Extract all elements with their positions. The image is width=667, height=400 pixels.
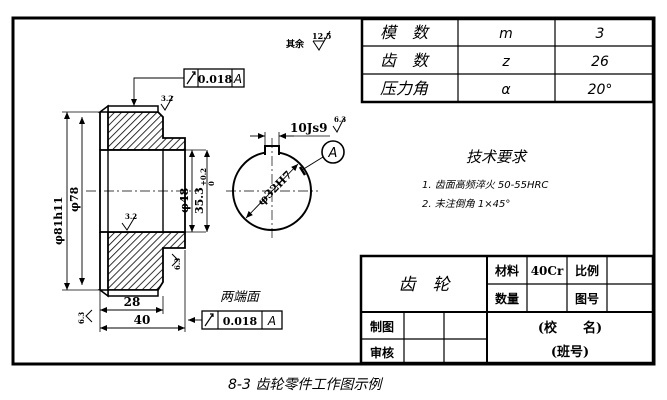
gear-parameters-table: 模 数 m 3 齿 数 z 26 压力角 α 20° [360, 17, 655, 104]
runout-datum-bottom: A [267, 314, 276, 328]
roughness-left-value: 6.3 [77, 312, 86, 324]
title-drawing-no-label: 图号 [575, 291, 599, 306]
roughness-icon [312, 30, 331, 51]
dim-outer-diameter: φ81h11 [52, 196, 65, 245]
roughness-right-value: 6.3 [173, 258, 182, 270]
bore-end-view: φ32H7 10Js9 A [226, 121, 345, 238]
gear-section-dimensions: φ81h11 φ78 φ48 35.3 +0.2 0 28 40 [52, 111, 216, 332]
tech-requirement-2: 2. 未注倒角 1×45° [422, 198, 510, 210]
param-name-pressure-angle: 压力角 [380, 79, 429, 98]
datum-letter: A [328, 146, 338, 161]
runout-value-top: 0.018 [198, 73, 233, 86]
runout-datum-top: A [233, 72, 242, 86]
title-class-label: (班号) [551, 344, 589, 360]
roughness-symbols: 其余 12.5 3.2 3.2 6.3 6.3 6.3 [77, 30, 346, 324]
param-symbol-module: m [499, 26, 513, 42]
roughness-key-value: 6.3 [334, 115, 346, 124]
figure-caption: 8-3 齿轮零件工作图示例 [228, 377, 383, 393]
title-scale-label: 比例 [575, 263, 599, 278]
dim-key-width: 10Js9 [290, 121, 327, 135]
drawing-frame [11, 16, 656, 366]
technical-requirements: 技术要求 1. 齿面高频淬火 50-55HRC 2. 未注倒角 1×45° [422, 148, 548, 210]
param-value-pressure-angle: 20° [588, 82, 613, 98]
runout-tolerance-bottom: 两端面 0.018 A [188, 290, 283, 330]
dim-bore-diameter: φ48 [178, 187, 191, 213]
title-material-value: 40Cr [531, 264, 564, 278]
rest-roughness-label: 其余 [286, 38, 305, 50]
param-value-module: 3 [596, 26, 605, 42]
roughness-top-value: 3.2 [161, 94, 173, 103]
rest-roughness-value: 12.5 [312, 31, 331, 41]
dim-keyway-depth: 35.3 [193, 187, 206, 214]
dim-hub-diameter: φ78 [68, 186, 81, 212]
datum-circle [321, 140, 345, 164]
gear-section-view [86, 104, 198, 298]
title-quantity-label: 数量 [495, 291, 519, 306]
tech-requirements-title: 技术要求 [466, 148, 528, 166]
title-block: 齿 轮 材料 40Cr 比例 数量 图号 制图 审核 (校 名) (班号) [359, 254, 655, 365]
runout-tolerance-top: 0.018 A [131, 68, 245, 106]
param-symbol-teeth: z [501, 54, 510, 70]
title-drawn-by-label: 制图 [370, 319, 394, 334]
both-ends-label: 两端面 [220, 290, 261, 305]
dim-keyway-tol-upper: +0.2 [199, 168, 208, 186]
tech-requirement-1: 1. 齿面高频淬火 50-55HRC [422, 179, 548, 191]
dim-total-length: 40 [134, 313, 151, 327]
dim-keyway-tol-lower: 0 [207, 181, 216, 186]
param-symbol-pressure-angle: α [501, 82, 511, 98]
roughness-mid-value: 3.2 [125, 212, 137, 221]
title-material-label: 材料 [494, 263, 519, 278]
dim-hub-length: 28 [124, 295, 141, 309]
title-school-label: (校 名) [538, 320, 602, 336]
runout-icon [186, 71, 196, 85]
param-name-module: 模 数 [380, 23, 430, 42]
title-checked-by-label: 审核 [370, 345, 394, 360]
param-name-teeth: 齿 数 [380, 51, 430, 70]
param-value-teeth: 26 [591, 54, 609, 70]
runout-value-bottom: 0.018 [223, 315, 258, 328]
title-part-name: 齿 轮 [399, 275, 452, 295]
